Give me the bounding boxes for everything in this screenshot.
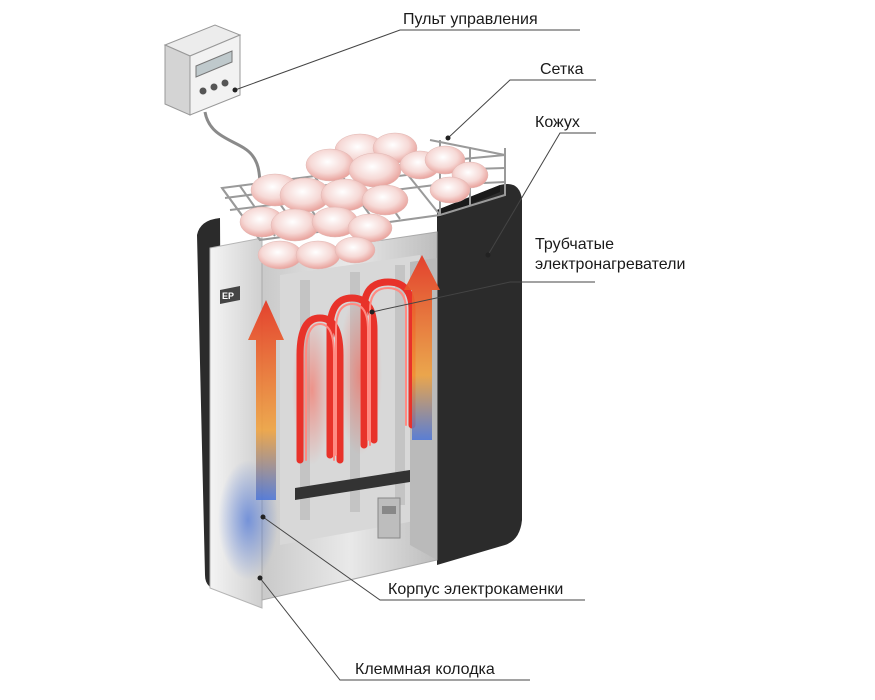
label-tubular-heaters: Трубчатые электронагреватели — [535, 235, 755, 275]
label-tubular-heaters-line2: электронагреватели — [535, 256, 686, 273]
hot-air-arrows — [248, 255, 440, 500]
label-grid: Сетка — [540, 61, 584, 78]
label-control-panel: Пульт управления — [403, 11, 538, 28]
tubular-heaters — [292, 278, 416, 465]
sauna-stones — [239, 132, 489, 270]
label-tubular-heaters-line1: Трубчатые — [535, 236, 615, 253]
brand-mark: EP — [222, 291, 234, 301]
control-panel-box — [163, 24, 264, 193]
casing-panel — [437, 184, 522, 565]
leader-dots — [232, 87, 491, 581]
label-casing: Кожух — [535, 114, 580, 131]
label-heater-body: Корпус электрокаменки — [388, 581, 564, 598]
leader-lines — [234, 29, 596, 681]
label-terminal-block: Клеммная колодка — [355, 661, 495, 678]
